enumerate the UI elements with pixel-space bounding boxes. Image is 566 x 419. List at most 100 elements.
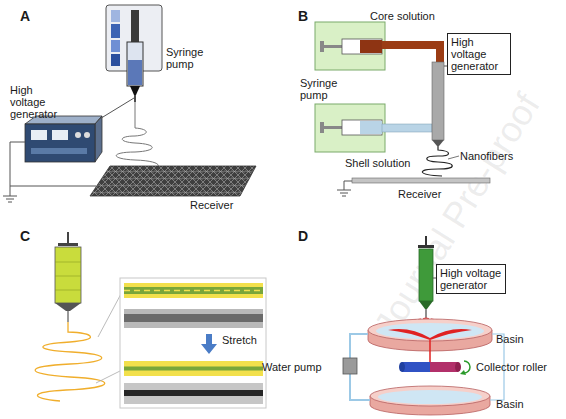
panel-letter: B bbox=[298, 8, 308, 24]
fiber-jet bbox=[422, 146, 452, 176]
panel-strip bbox=[31, 148, 87, 154]
hv-generator-box: High voltage generator bbox=[447, 33, 511, 75]
ground-wire bbox=[344, 181, 352, 190]
gauge bbox=[31, 130, 47, 140]
syringe-pump bbox=[315, 22, 385, 70]
lower-basin bbox=[370, 386, 490, 415]
part-label: Basin bbox=[496, 398, 524, 410]
shell-tube bbox=[382, 124, 432, 132]
collector-roller bbox=[399, 361, 470, 375]
needle bbox=[425, 309, 426, 318]
fiber-shell bbox=[124, 361, 263, 376]
basin-rim bbox=[368, 319, 492, 341]
core-solution-fill bbox=[360, 40, 382, 53]
box-text: High voltage generator bbox=[440, 267, 502, 291]
water-pump-body bbox=[343, 358, 357, 374]
syringe-barrel bbox=[342, 39, 382, 54]
box-text: High voltage generator bbox=[451, 36, 507, 72]
fiber-micrograph-rod bbox=[124, 314, 263, 322]
pump-box bbox=[315, 22, 385, 70]
water-surface bbox=[376, 323, 484, 339]
water-pipe bbox=[350, 374, 370, 400]
syringe-plunger bbox=[131, 10, 139, 44]
panel-letter: A bbox=[20, 8, 30, 24]
ground-wire bbox=[10, 186, 96, 187]
rotation-arrow bbox=[464, 361, 470, 373]
nozzle-tip bbox=[432, 140, 444, 146]
panel-letter: C bbox=[20, 228, 30, 244]
coaxial-nozzle bbox=[432, 62, 444, 140]
ground-symbol bbox=[3, 196, 17, 202]
panel-letter: D bbox=[298, 228, 308, 244]
roller-end bbox=[455, 362, 461, 372]
core-pattern bbox=[124, 290, 263, 291]
pump-box bbox=[315, 104, 385, 152]
syringe-barrel bbox=[419, 249, 433, 301]
syringe-pump bbox=[315, 104, 385, 152]
fiber-core bbox=[124, 287, 263, 294]
plunger-head bbox=[320, 122, 324, 133]
basin-rim bbox=[370, 386, 490, 406]
syringe-barrel bbox=[342, 120, 382, 135]
part-label: Syringe pump bbox=[300, 77, 346, 101]
plunger-head bbox=[58, 243, 78, 246]
fiber-micrograph-rod bbox=[124, 390, 263, 396]
syringe-barrel bbox=[55, 247, 81, 303]
part-label: Receiver bbox=[190, 199, 233, 211]
fiber-jet bbox=[35, 322, 105, 401]
part-label: Nanofibers bbox=[460, 150, 513, 162]
receiver-mesh bbox=[90, 166, 256, 196]
part-label: Shell solution bbox=[345, 157, 410, 169]
part-label: Basin bbox=[496, 333, 524, 345]
plunger-rod bbox=[324, 45, 344, 48]
barrel-mark bbox=[55, 276, 81, 277]
part-label: Water pump bbox=[262, 361, 322, 373]
barrel-mark bbox=[55, 262, 81, 263]
needle bbox=[67, 311, 68, 322]
knob bbox=[84, 132, 90, 138]
device-front bbox=[25, 124, 95, 162]
part-label: Core solution bbox=[370, 10, 435, 22]
needle bbox=[134, 95, 136, 102]
barrel-mark bbox=[55, 290, 81, 291]
part-label: Receiver bbox=[398, 188, 441, 200]
leader-line bbox=[448, 156, 459, 159]
syringe-solution bbox=[128, 60, 142, 85]
leader-line bbox=[98, 292, 122, 337]
shell-solution-fill bbox=[360, 121, 382, 134]
roller-left bbox=[402, 362, 430, 372]
fiber-yarn bbox=[429, 340, 431, 362]
ground-symbol bbox=[337, 190, 351, 196]
part-label: High voltage generator bbox=[10, 84, 66, 120]
syringe bbox=[55, 232, 81, 322]
hv-generator-device bbox=[25, 116, 102, 162]
water-surface bbox=[378, 390, 482, 404]
knob bbox=[75, 132, 81, 138]
syringe-barrel bbox=[127, 42, 143, 86]
core-tube bbox=[382, 41, 444, 64]
plunger-head bbox=[320, 41, 324, 52]
gauge bbox=[52, 130, 68, 140]
receiver-plate bbox=[352, 178, 490, 183]
pump-bar bbox=[111, 54, 120, 66]
fiber-micrograph bbox=[124, 383, 263, 404]
pump-bar bbox=[111, 10, 120, 22]
roller-end bbox=[399, 362, 405, 372]
roller-right bbox=[430, 362, 458, 372]
plunger-rod bbox=[324, 126, 344, 129]
hv-wire bbox=[98, 98, 134, 120]
fiber-web bbox=[388, 329, 472, 340]
pump-bar bbox=[111, 24, 120, 38]
fiber-core bbox=[124, 367, 263, 371]
plunger-rod bbox=[67, 232, 69, 244]
part-label: Syringe pump bbox=[166, 46, 216, 70]
inset-frame bbox=[120, 278, 266, 408]
ground-wire bbox=[10, 142, 25, 196]
syringe-tip bbox=[130, 86, 140, 95]
pump-bar bbox=[111, 40, 120, 52]
fiber-micrograph bbox=[124, 309, 263, 328]
stretch-arrow bbox=[201, 334, 217, 354]
rotation-arrowhead bbox=[460, 370, 466, 375]
plunger-head bbox=[418, 245, 434, 248]
